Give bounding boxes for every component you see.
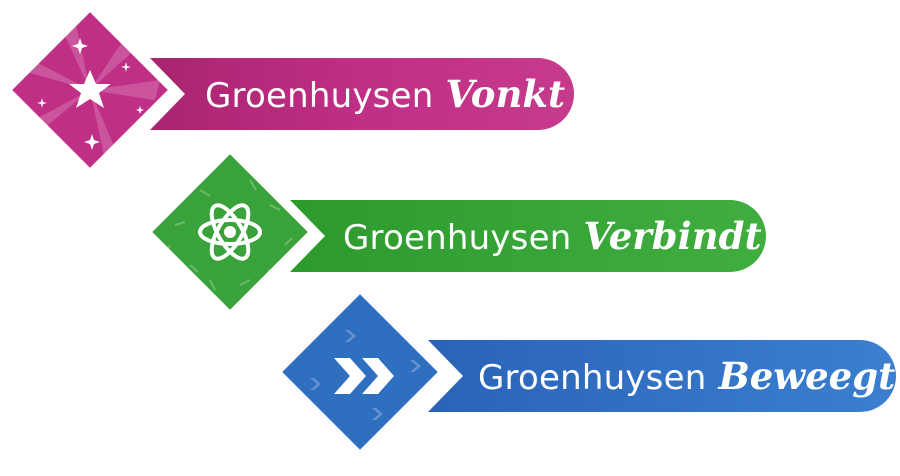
star-sparkle-icon xyxy=(69,70,111,108)
brand-text: Groenhuysen xyxy=(343,218,572,258)
banner-bar xyxy=(150,58,574,130)
banner-bar xyxy=(290,200,766,272)
sparkle-icon xyxy=(37,38,144,150)
double-chevron-icon xyxy=(334,358,394,394)
atom-icon xyxy=(198,203,262,261)
slogan-word: Vonkt xyxy=(445,72,566,116)
banner-bar xyxy=(428,340,896,412)
brand-text: Groenhuysen xyxy=(205,76,434,116)
slogan-word: Beweegt xyxy=(718,354,896,398)
slogan-word: Verbindt xyxy=(583,214,762,258)
small-chevrons xyxy=(310,330,421,420)
confetti-pattern xyxy=(164,179,293,291)
brand-text: Groenhuysen xyxy=(478,358,707,398)
